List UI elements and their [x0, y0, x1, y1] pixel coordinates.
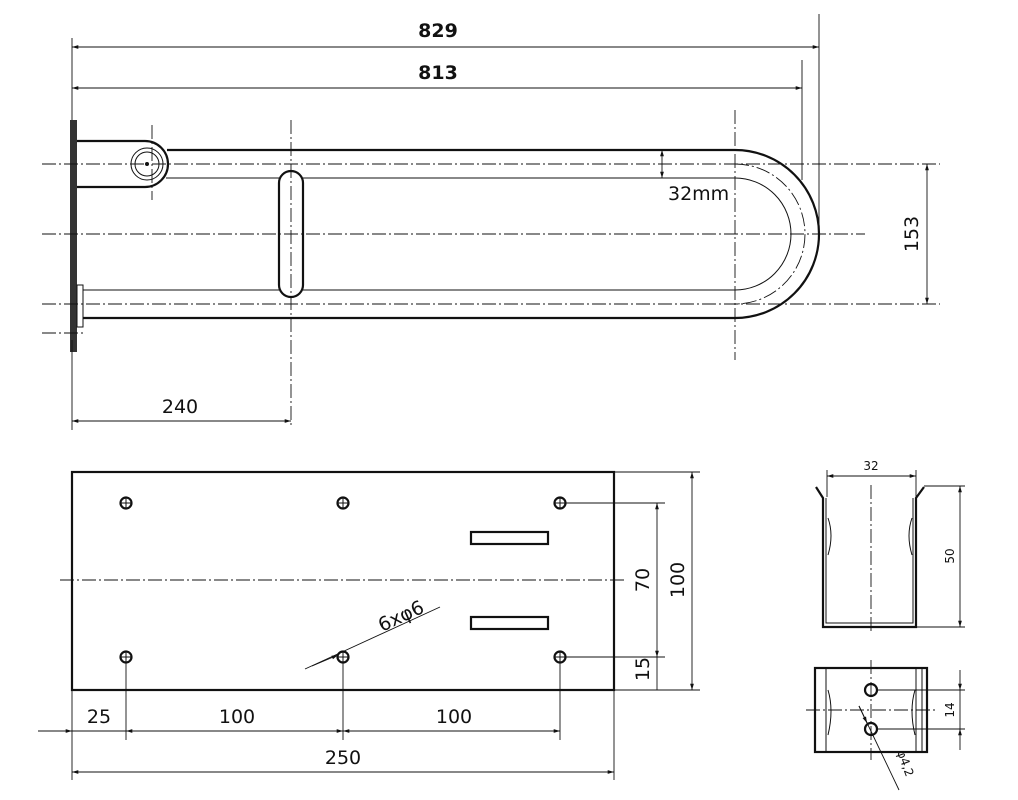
- clip-views: 32 50 14 φ4,2: [806, 459, 965, 791]
- wall-flange: [70, 120, 77, 352]
- dim-plate-height: 100: [667, 562, 689, 598]
- dim-clip-height: 50: [943, 548, 957, 563]
- wall-plate-view: 70 100 15 25 100 100 250 6xφ6: [38, 470, 700, 780]
- dim-edge-bottom: 15: [632, 657, 654, 681]
- dim-inner-length: 813: [418, 62, 458, 84]
- holes-note: 6xφ6: [375, 596, 428, 636]
- clip-front: [815, 486, 925, 629]
- dim-edge-left: 25: [87, 706, 111, 728]
- dim-hinge-distance: 240: [162, 396, 198, 418]
- slot: [469, 615, 550, 631]
- dim-plate-width: 250: [325, 747, 361, 769]
- dim-overall-length: 829: [418, 20, 458, 42]
- dim-height: 153: [901, 216, 923, 252]
- dim-clip-hole-spacing: 14: [943, 702, 957, 717]
- dim-hole-spacing-vertical: 70: [632, 568, 654, 592]
- grab-bar-side-view: 829 813 32mm 153 240: [42, 14, 940, 430]
- dim-tube-diameter: 32mm: [668, 183, 729, 205]
- dim-hole-spacing-2: 100: [436, 706, 472, 728]
- slot: [469, 530, 550, 546]
- lower-support: [76, 284, 84, 328]
- dim-clip-width: 32: [863, 459, 878, 473]
- dim-hole-spacing-1: 100: [219, 706, 255, 728]
